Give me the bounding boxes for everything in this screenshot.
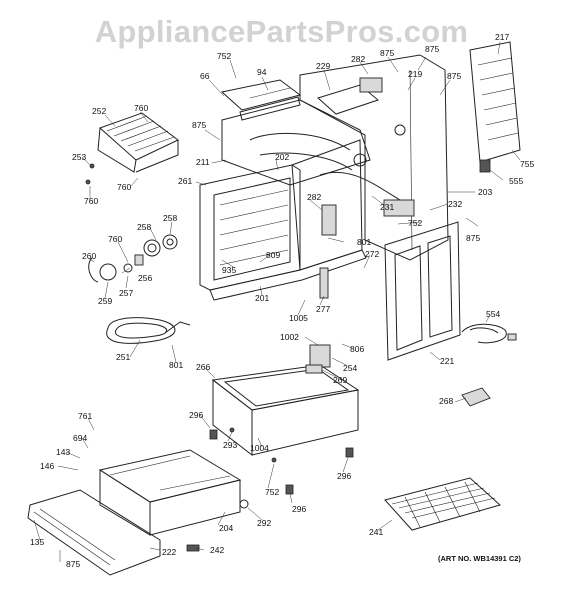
part-label: 260 xyxy=(82,251,97,261)
part-label: 211 xyxy=(196,157,210,167)
part-label: 202 xyxy=(275,152,290,162)
part-label: 256 xyxy=(138,273,153,283)
leader-lines xyxy=(33,41,521,562)
side-panel-217 xyxy=(469,41,521,173)
part-label: 277 xyxy=(316,304,331,314)
part-label: 254 xyxy=(343,363,358,373)
part-label: 875 xyxy=(380,48,395,58)
bake-element-251 xyxy=(106,317,191,344)
side-panel-221 xyxy=(384,221,461,361)
screws xyxy=(186,427,354,552)
part-label: 801 xyxy=(357,237,372,247)
part-label: 229 xyxy=(316,61,331,71)
part-label: 1004 xyxy=(250,443,269,453)
part-label: 268 xyxy=(439,396,454,406)
part-label: 755 xyxy=(520,159,535,169)
part-label: 293 xyxy=(223,440,238,450)
part-label: 258 xyxy=(137,222,152,232)
part-label: 875 xyxy=(425,44,440,54)
oven-body-201 xyxy=(199,99,371,301)
drawer-204 xyxy=(98,449,242,536)
part-label: 222 xyxy=(162,547,177,557)
fittings-258 xyxy=(88,234,178,283)
part-label: 201 xyxy=(255,293,270,303)
part-label: 232 xyxy=(448,199,463,209)
part-label: 752 xyxy=(265,487,280,497)
part-label: 261 xyxy=(178,176,193,186)
part-label: 752 xyxy=(217,51,232,61)
broil-element-252 xyxy=(85,112,179,185)
part-label: 272 xyxy=(365,249,380,259)
part-label: 296 xyxy=(189,410,204,420)
part-label: 135 xyxy=(30,537,45,547)
part-label: 259 xyxy=(98,296,113,306)
part-label: 809 xyxy=(266,250,281,260)
art-number: (ART NO. WB14391 C2) xyxy=(438,554,521,563)
oven-rack-241 xyxy=(384,477,502,531)
part-label: 282 xyxy=(307,192,322,202)
part-label: 935 xyxy=(222,265,237,275)
part-label: 875 xyxy=(447,71,462,81)
top-trim-94 xyxy=(220,79,302,121)
part-label: 219 xyxy=(408,69,423,79)
part-label: 66 xyxy=(200,71,210,81)
part-label: 875 xyxy=(66,559,81,569)
part-label: 231 xyxy=(380,202,395,212)
part-label: 258 xyxy=(163,213,178,223)
part-label: 269 xyxy=(333,375,348,385)
part-label: 94 xyxy=(257,67,267,77)
part-label: 203 xyxy=(478,187,493,197)
part-label: 752 xyxy=(408,218,423,228)
part-label: 143 xyxy=(56,447,71,457)
part-label: 760 xyxy=(117,182,132,192)
part-label: 242 xyxy=(210,545,225,555)
watermark: AppliancePartsPros.com xyxy=(94,14,469,49)
part-label: 292 xyxy=(257,518,272,528)
bracket-268 xyxy=(461,387,491,407)
part-label: 761 xyxy=(78,411,93,421)
part-label: 217 xyxy=(495,32,510,42)
part-label: 266 xyxy=(196,362,211,372)
part-label: 251 xyxy=(116,352,131,362)
part-label: 760 xyxy=(108,234,123,244)
part-label: 694 xyxy=(73,433,88,443)
part-label: 875 xyxy=(466,233,481,243)
part-label: 257 xyxy=(119,288,134,298)
part-label: 806 xyxy=(350,344,365,354)
part-label: 296 xyxy=(292,504,307,514)
part-label: 253 xyxy=(72,152,87,162)
part-label: 221 xyxy=(440,356,455,366)
part-label: 555 xyxy=(509,176,524,186)
part-label: 146 xyxy=(40,461,55,471)
part-label: 252 xyxy=(92,106,107,116)
part-label: 801 xyxy=(169,360,184,370)
power-cord-554 xyxy=(461,323,517,344)
drawer-frame-266 xyxy=(211,344,360,457)
part-label: 241 xyxy=(369,527,384,537)
part-label: 554 xyxy=(486,309,501,319)
part-label: 296 xyxy=(337,471,352,481)
rear-panel-219 xyxy=(299,54,449,261)
part-label: 1005 xyxy=(289,313,308,323)
part-label: 760 xyxy=(84,196,99,206)
part-label: 1002 xyxy=(280,332,299,342)
part-label: 760 xyxy=(134,103,149,113)
drawer-front-222 xyxy=(27,489,161,576)
part-label: 204 xyxy=(219,523,234,533)
part-label: 875 xyxy=(192,120,207,130)
part-label: 282 xyxy=(351,54,366,64)
